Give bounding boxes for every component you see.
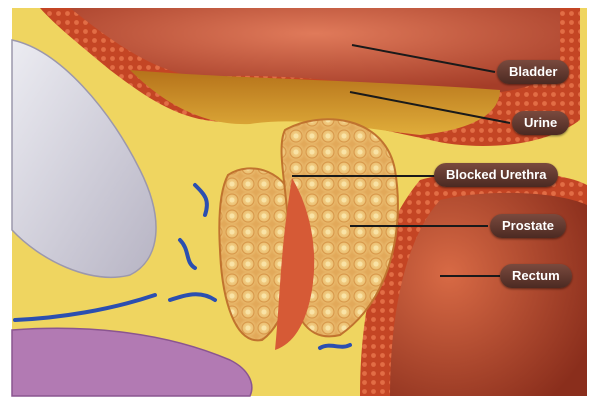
label-blocked-urethra: Blocked Urethra <box>434 163 558 187</box>
label-rectum: Rectum <box>500 264 572 288</box>
label-urine: Urine <box>512 111 569 135</box>
label-prostate: Prostate <box>490 214 566 238</box>
label-bladder: Bladder <box>497 60 569 84</box>
